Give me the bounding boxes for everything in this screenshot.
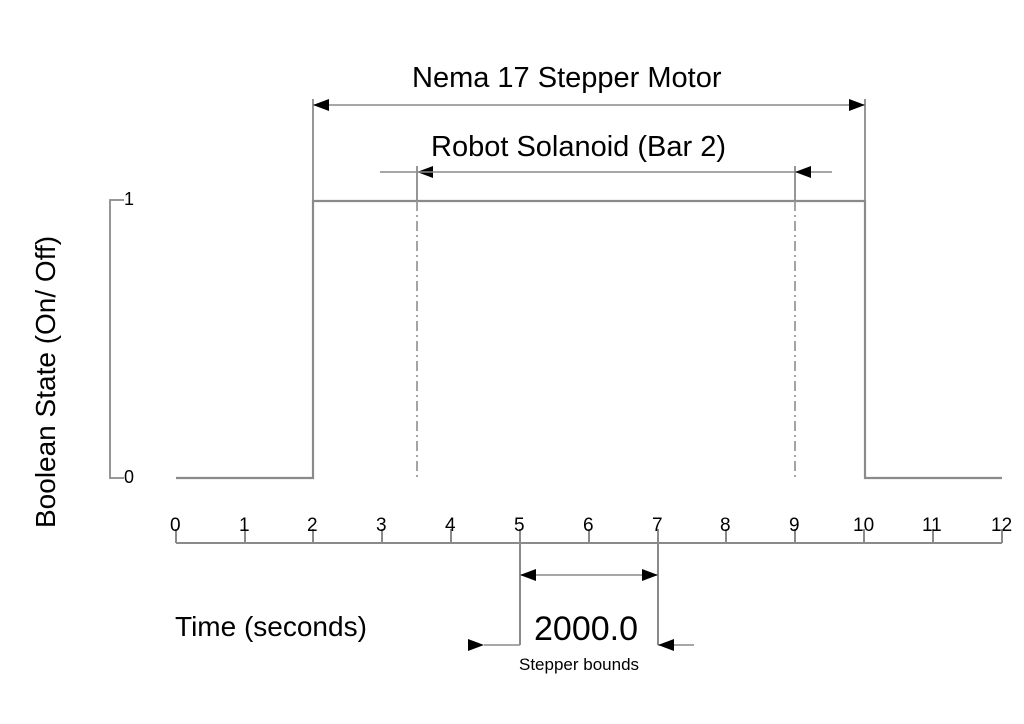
stepper-bounds-caption: Stepper bounds [519,655,640,674]
x-axis-title: Time (seconds) [175,611,367,642]
x-tick-label-6: 6 [583,515,594,536]
y-axis-title: Boolean State (On/ Off) [30,235,61,528]
x-tick-label-8: 8 [720,515,731,536]
x-axis-ticks [175,529,1003,543]
y-axis-bracket [109,199,124,479]
y-tick-label-low: 0 [124,467,135,487]
x-tick-label-7: 7 [652,515,663,536]
y-tick-label-high: 1 [124,189,135,209]
x-tick-label-5: 5 [514,515,525,536]
x-tick-label-0: 0 [170,515,181,536]
stepper-bounds-value: 2000.0 [534,610,638,648]
waveform-nema17 [176,199,1002,480]
x-tick-label-12: 12 [991,515,1013,536]
x-tick-label-2: 2 [307,515,318,536]
dimension-label-nema17: Nema 17 Stepper Motor [412,62,722,94]
x-tick-label-3: 3 [376,515,387,536]
x-axis [175,529,1003,544]
x-tick-label-9: 9 [789,515,800,536]
stepper-bounds-dimension [468,543,694,651]
dimension-label-solanoid: Robot Solanoid (Bar 2) [431,131,726,163]
x-tick-label-10: 10 [853,515,875,536]
x-tick-label-11: 11 [922,515,942,536]
x-tick-label-4: 4 [445,515,456,536]
x-tick-label-1: 1 [239,515,250,536]
